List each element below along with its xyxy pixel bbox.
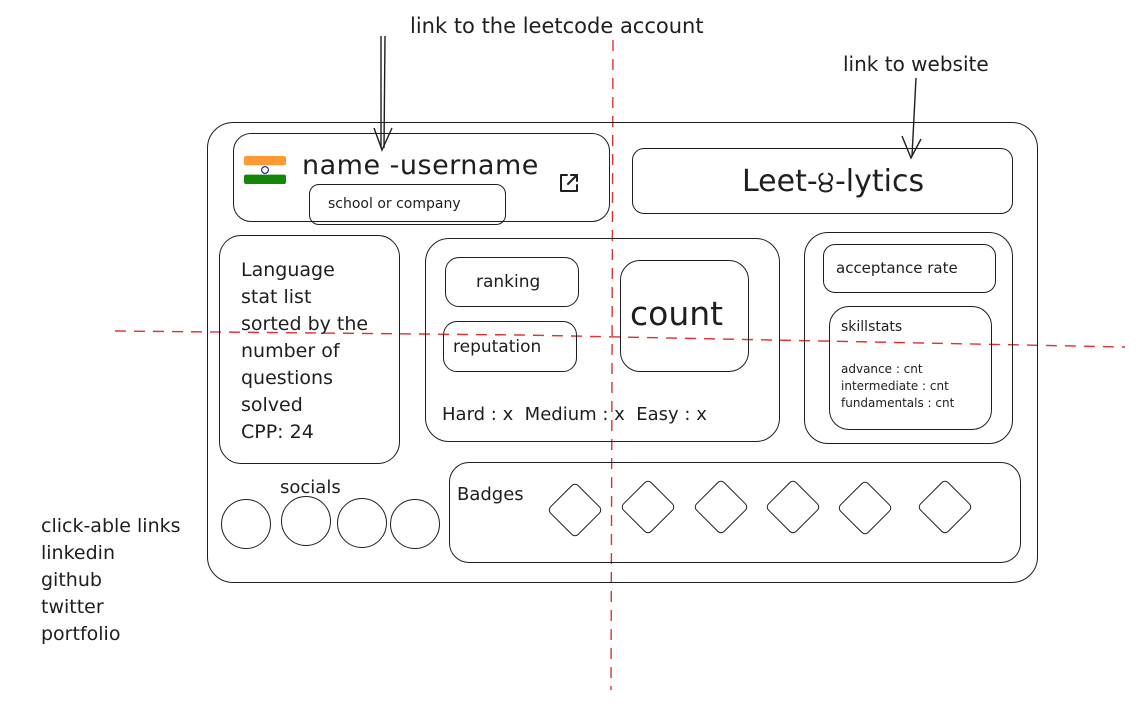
- brand-box[interactable]: [632, 148, 1013, 214]
- profile-name[interactable]: name -username: [302, 150, 539, 181]
- reputation-box: [443, 321, 577, 372]
- skillstats-title: skillstats: [841, 319, 903, 335]
- acceptance-rate-box: [823, 244, 996, 293]
- brand-title[interactable]: Leet-੪-lytics: [742, 164, 925, 199]
- skillstat-line: intermediate : cnt: [841, 379, 949, 393]
- ranking-box: [445, 257, 579, 307]
- difficulty-breakdown: Hard : x Medium : x Easy : x: [442, 404, 707, 425]
- annotation-line: click-able links: [41, 515, 181, 537]
- count-box: [620, 260, 749, 372]
- dashboard-card: [207, 122, 1038, 583]
- badges-label: Badges: [457, 484, 524, 505]
- count-label: count: [630, 294, 724, 333]
- language-stats-text: Language stat list sorted by the number …: [241, 257, 368, 446]
- skillstat-line: advance : cnt: [841, 362, 923, 376]
- right-stats-panel: [804, 232, 1013, 444]
- india-flag-icon: [244, 156, 286, 184]
- skillstats-box: [829, 306, 992, 430]
- acceptance-rate-label: acceptance rate: [836, 259, 958, 277]
- ranking-label: ranking: [476, 272, 541, 292]
- school-label: school or company: [328, 196, 461, 212]
- reputation-label: reputation: [453, 337, 542, 357]
- language-stat-line: stat list: [241, 286, 312, 308]
- language-stats-panel: [219, 235, 400, 464]
- profile-header[interactable]: [233, 133, 610, 222]
- badges-panel: [449, 462, 1021, 563]
- language-stat-line: questions: [241, 367, 333, 389]
- vertical-guide-line: [610, 39, 614, 691]
- language-stat-line: solved: [241, 394, 303, 416]
- language-stat-line: Language: [241, 259, 335, 281]
- socials-label: socials: [280, 477, 341, 498]
- external-link-icon[interactable]: [557, 171, 581, 195]
- stats-panel: [425, 238, 780, 442]
- language-stat-line: CPP: 24: [241, 421, 314, 443]
- annotation-website-link: link to website: [843, 52, 989, 76]
- social-link-portfolio[interactable]: [390, 499, 440, 549]
- annotation-line: portfolio: [41, 623, 121, 645]
- social-link-linkedin[interactable]: [221, 499, 271, 549]
- skillstat-line: fundamentals : cnt: [841, 396, 955, 410]
- language-stat-line: number of: [241, 340, 340, 362]
- social-links-annotation: click-able links linkedin github twitter…: [41, 513, 181, 648]
- skillstats-list: advance : cnt intermediate : cnt fundame…: [841, 361, 954, 412]
- horizontal-guide-line: [114, 330, 1126, 348]
- arrow-to-profile: [373, 35, 393, 152]
- social-link-github[interactable]: [281, 496, 331, 546]
- school-badge: [309, 184, 506, 225]
- social-link-twitter[interactable]: [337, 498, 387, 548]
- annotation-leetcode-link: link to the leetcode account: [410, 14, 704, 38]
- annotation-line: twitter: [41, 596, 104, 618]
- language-stat-line: sorted by the: [241, 313, 369, 335]
- annotation-line: linkedin: [41, 542, 115, 564]
- annotation-line: github: [41, 569, 102, 591]
- arrow-to-website: [901, 77, 922, 160]
